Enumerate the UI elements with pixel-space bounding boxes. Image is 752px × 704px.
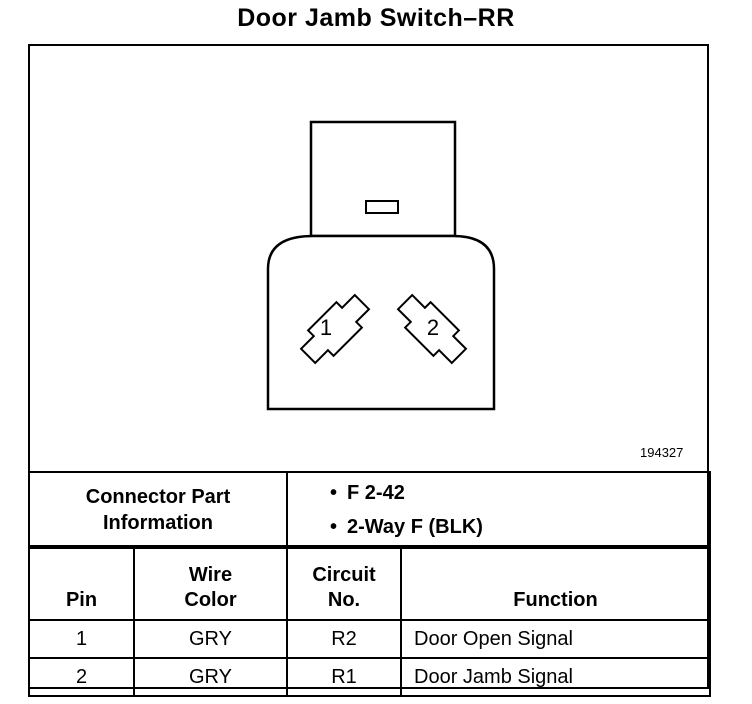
connector-tab — [365, 200, 399, 214]
connector-diagram: 1 2 — [266, 120, 496, 411]
row-pin: 1 — [28, 619, 135, 659]
header-pin: Pin — [28, 545, 135, 621]
pin-1-terminal-shape — [299, 293, 371, 365]
connector-info-label: Connector Part Information — [28, 471, 288, 549]
row-wire-color: GRY — [133, 619, 288, 659]
row-pin: 2 — [28, 657, 135, 697]
header-function: Function — [400, 545, 711, 621]
connector-info-row: Connector Part Information •F 2-42 •2-Wa… — [28, 471, 711, 549]
header-wire-color: Wire Color — [133, 545, 288, 621]
connector-part-number: •F 2-42 — [330, 482, 405, 504]
table-row: 2 GRY R1 Door Jamb Signal — [28, 657, 711, 697]
diagram-title: Door Jamb Switch–RR — [237, 4, 515, 32]
row-function: Door Open Signal — [400, 619, 711, 659]
connector-info-table: Connector Part Information •F 2-42 •2-Wa… — [28, 471, 711, 549]
connector-info-label-line1: Connector Part — [85, 486, 231, 508]
row-function: Door Jamb Signal — [400, 657, 711, 697]
connector-type: •2-Way F (BLK) — [330, 516, 483, 538]
table-row: 1 GRY R2 Door Open Signal — [28, 619, 711, 659]
row-circuit: R1 — [286, 657, 402, 697]
reference-number: 194327 — [640, 445, 684, 460]
pin-2-label: 2 — [427, 315, 439, 340]
pin-2-terminal-shape — [396, 293, 468, 365]
connector-info-label-line2: Information — [103, 512, 213, 534]
row-wire-color: GRY — [133, 657, 288, 697]
pin-table-header: Pin Wire Color Circuit No. Function — [28, 545, 711, 621]
row-circuit: R2 — [286, 619, 402, 659]
connector-body — [266, 234, 496, 411]
connector-latch — [309, 120, 457, 238]
header-circuit-no: Circuit No. — [286, 545, 402, 621]
pin-1-label: 1 — [320, 315, 332, 340]
connector-info-values: •F 2-42 •2-Way F (BLK) — [286, 471, 711, 549]
pin-table: Pin Wire Color Circuit No. Function 1 GR… — [28, 545, 711, 697]
